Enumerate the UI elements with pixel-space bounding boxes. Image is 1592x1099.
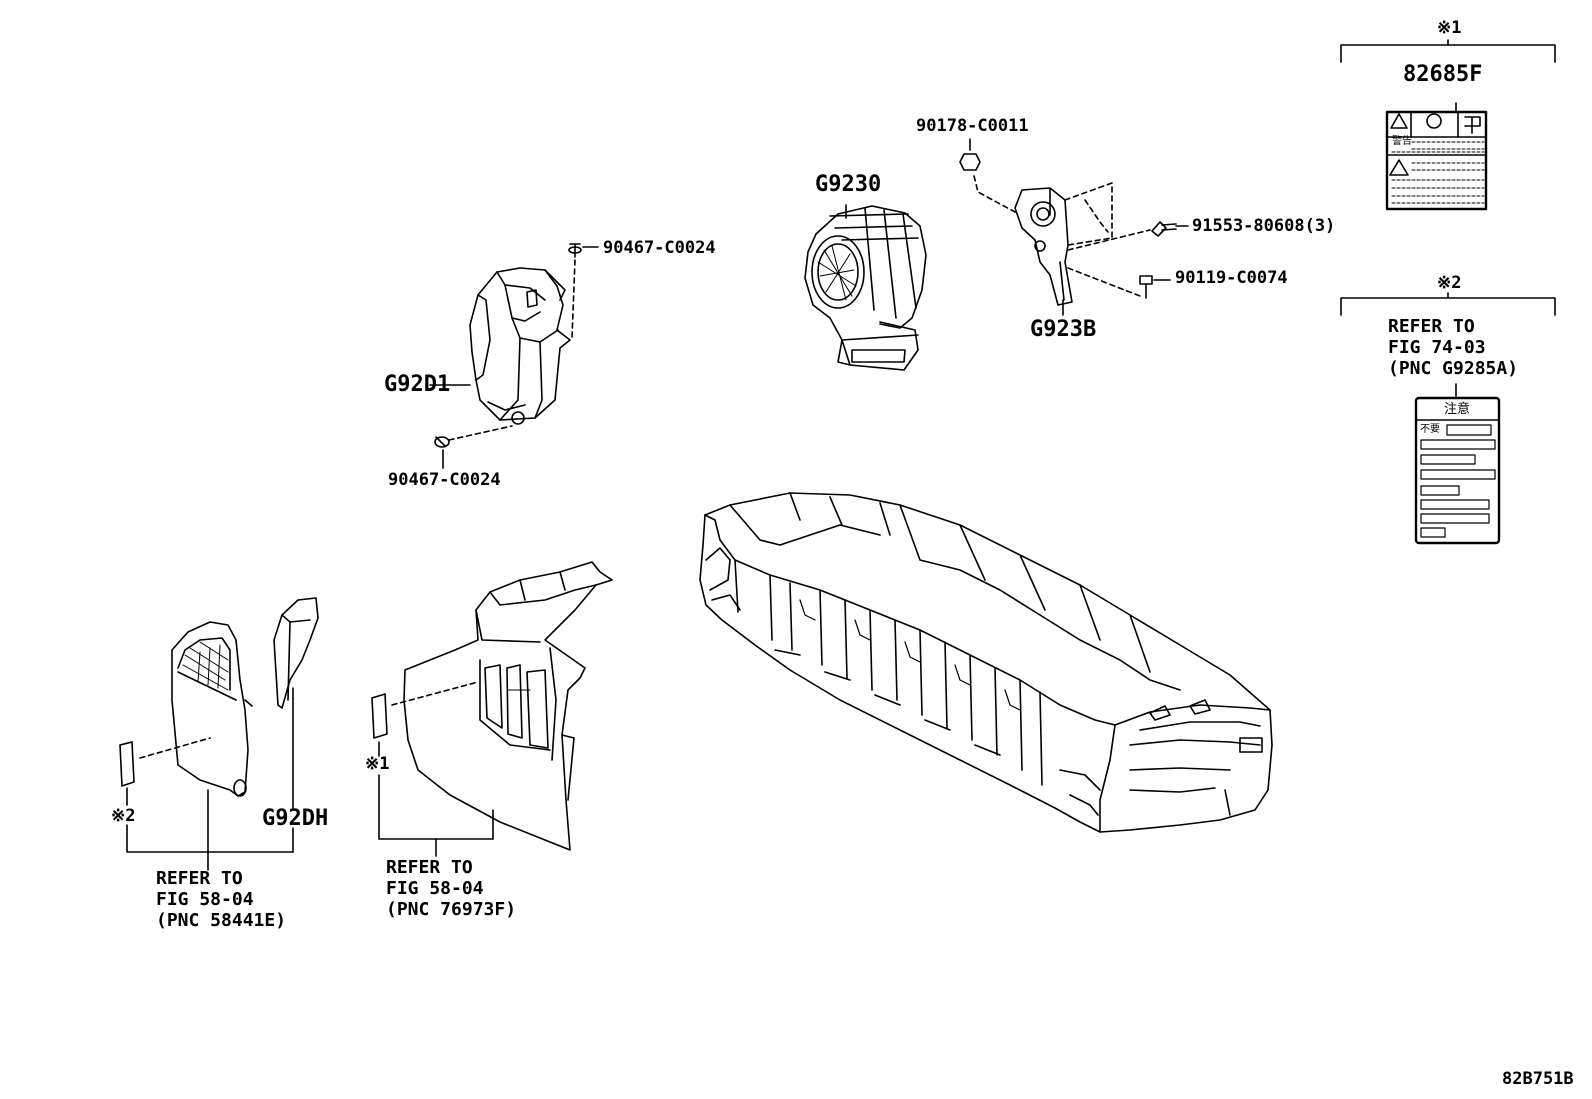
callout-90178-c0011: 90178-C0011 <box>916 116 1029 136</box>
bracket-g923b <box>1014 182 1151 316</box>
callout-g92dh: G92DH <box>262 806 329 831</box>
reference-fig-58-04-76973f: REFER TO FIG 58-04 (PNC 76973F) <box>386 857 517 920</box>
bolt-91553-icon <box>1151 221 1189 237</box>
trim-panel-middle <box>371 561 613 851</box>
callout-g92d1: G92D1 <box>384 372 451 397</box>
callout-90467-c0024-bottom: 90467-C0024 <box>388 470 501 490</box>
callout-82685f: 82685F <box>1403 62 1483 87</box>
bracket-ref-middle <box>378 741 494 857</box>
battery-pack <box>699 492 1273 833</box>
callout-90467-c0024-top: 90467-C0024 <box>603 238 716 258</box>
bolt-90119-icon <box>1139 275 1171 299</box>
callout-g9230: G9230 <box>815 172 882 197</box>
note1-header-mark: ※1 <box>1437 18 1462 38</box>
caution-label-header-text: 注意 <box>1444 402 1471 417</box>
callout-g923b: G923B <box>1030 317 1097 342</box>
callout-90119-c0074: 90119-C0074 <box>1175 268 1288 288</box>
reference-fig-74-03: REFER TO FIG 74-03 (PNC G9285A) <box>1388 316 1519 379</box>
note2-header-mark: ※2 <box>1437 273 1462 293</box>
note1-bracket <box>1340 39 1556 113</box>
warning-label-82685f <box>1385 110 1488 211</box>
cover-left <box>119 621 253 797</box>
bolt-90467-top-icon <box>568 243 599 339</box>
callout-91553-80608: 91553-80608(3) <box>1192 216 1336 236</box>
figure-code: 82B751B <box>1502 1069 1574 1089</box>
note2-bracket <box>1340 292 1556 399</box>
warning-label-small-text: 警告 <box>1392 136 1412 147</box>
note1-left-mark: ※1 <box>365 754 390 774</box>
caution-label-small-text: 不要 <box>1420 424 1440 435</box>
reference-fig-58-04-58441e: REFER TO FIG 58-04 (PNC 58441E) <box>156 868 287 931</box>
note2-left-mark: ※2 <box>111 806 136 826</box>
bracket-ref-left <box>126 787 294 871</box>
duct-g92d1 <box>469 267 571 425</box>
blower-fan-g9230 <box>804 205 927 371</box>
nut-90178-icon <box>959 138 1016 213</box>
side-trim-g92dh <box>273 597 319 709</box>
bolt-90467-bottom-icon <box>434 425 513 469</box>
caution-label <box>1414 396 1501 545</box>
